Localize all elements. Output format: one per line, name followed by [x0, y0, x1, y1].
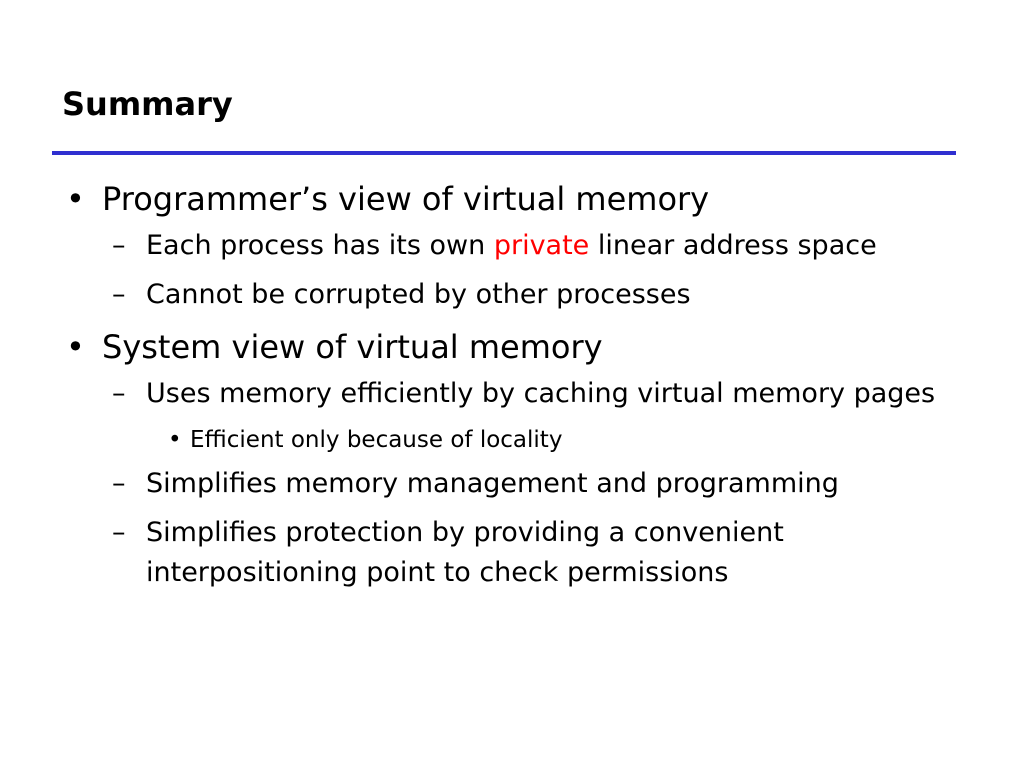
- subbullet-text: Cannot be corrupted by other processes: [146, 279, 691, 310]
- bullet-marker: •: [66, 328, 85, 366]
- highlight-private: private: [493, 230, 590, 261]
- bullet-marker: •: [66, 180, 85, 218]
- subbullet-memory-management: – Simplifies memory management and progr…: [112, 464, 972, 504]
- subsubbullet-locality: • Efficient only because of locality: [168, 423, 970, 457]
- subbullet-text: Simplifies protection by providing a con…: [146, 517, 784, 588]
- subbullet-text-post: linear address space: [589, 230, 877, 261]
- bullet-text: System view of virtual memory: [102, 328, 603, 366]
- dash-marker: –: [112, 378, 126, 409]
- subbullet-protection: – Simplifies protection by providing a c…: [112, 513, 972, 593]
- small-bullet-marker: •: [168, 427, 182, 453]
- subbullet-text: Simplifies memory management and program…: [146, 468, 839, 499]
- subbullet-not-corrupted: – Cannot be corrupted by other processes: [112, 275, 972, 315]
- subbullet-text-pre: Each process has its own: [146, 230, 494, 261]
- subbullet-caching-pages: – Uses memory efficiently by caching vir…: [112, 374, 972, 414]
- slide-title: Summary: [62, 85, 233, 123]
- subsubbullet-text: Efficient only because of locality: [190, 427, 563, 453]
- subbullet-text: Uses memory efficiently by caching virtu…: [146, 378, 936, 409]
- bullet-text: Programmer’s view of virtual memory: [102, 180, 710, 218]
- bullet-programmers-view: • Programmer’s view of virtual memory: [66, 176, 972, 222]
- dash-marker: –: [112, 517, 126, 548]
- bullet-system-view: • System view of virtual memory: [66, 324, 972, 370]
- subbullet-private-address-space: – Each process has its own private linea…: [112, 226, 972, 266]
- title-divider: [52, 151, 956, 155]
- dash-marker: –: [112, 230, 126, 261]
- slide-body: • Programmer’s view of virtual memory – …: [0, 176, 1024, 602]
- dash-marker: –: [112, 468, 126, 499]
- dash-marker: –: [112, 279, 126, 310]
